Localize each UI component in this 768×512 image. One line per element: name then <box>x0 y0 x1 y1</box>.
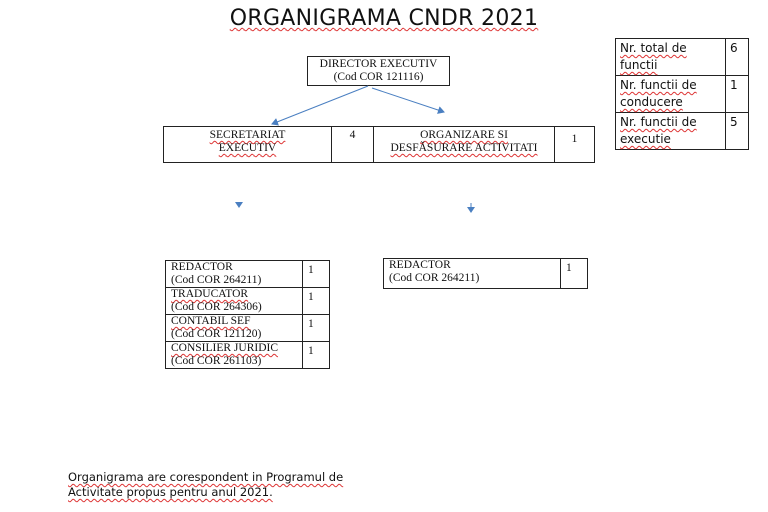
director-code: (Cod COR 121116) <box>333 71 424 83</box>
staff-row: REDACTOR(Cod COR 264211) 1 <box>383 258 588 289</box>
staff-role: CONTABIL SEF(Cod COR 121120) <box>165 314 303 342</box>
arrow-down-organizare-icon <box>467 207 475 213</box>
arrow-down-secretariat-icon <box>235 202 243 208</box>
departments-row: SECRETARIAT EXECUTIV 4 ORGANIZARE SI DES… <box>163 126 595 163</box>
department-secretariat-count: 4 <box>332 127 374 162</box>
staff-row: TRADUCATOR(Cod COR 264306) 1 <box>165 287 330 315</box>
summary-label: Nr. functii de executie <box>615 112 726 150</box>
arrow-to-organizare <box>371 87 445 114</box>
staff-role: CONSILIER JURIDIC(Cod COR 261103) <box>165 341 303 369</box>
director-box: DIRECTOR EXECUTIV (Cod COR 121116) <box>307 56 450 86</box>
summary-row: Nr. total de functii 6 <box>615 38 749 76</box>
summary-value: 6 <box>725 38 749 76</box>
staff-count: 1 <box>302 287 330 315</box>
staff-count: 1 <box>560 258 588 289</box>
summary-value: 5 <box>725 112 749 150</box>
department-organizare: ORGANIZARE SI DESFĂSURARE ACTIVITATI <box>374 127 555 162</box>
staff-count: 1 <box>302 314 330 342</box>
summary-row: Nr. functii de executie 5 <box>615 112 749 150</box>
organizare-staff-table: REDACTOR(Cod COR 264211) 1 <box>383 258 588 289</box>
staff-row: CONTABIL SEF(Cod COR 121120) 1 <box>165 314 330 342</box>
staff-row: REDACTOR(Cod COR 264211) 1 <box>165 260 330 288</box>
secretariat-staff-table: REDACTOR(Cod COR 264211) 1 TRADUCATOR(Co… <box>165 260 330 369</box>
footnote: Organigrama are corespondent in Programu… <box>68 470 344 499</box>
staff-role: TRADUCATOR(Cod COR 264306) <box>165 287 303 315</box>
summary-row: Nr. functii de conducere 1 <box>615 75 749 113</box>
staff-role: REDACTOR(Cod COR 264211) <box>383 258 561 289</box>
staff-count: 1 <box>302 341 330 369</box>
department-organizare-count: 1 <box>571 133 578 145</box>
director-title: DIRECTOR EXECUTIV <box>319 58 438 70</box>
staff-row: CONSILIER JURIDIC(Cod COR 261103) 1 <box>165 341 330 369</box>
summary-label: Nr. total de functii <box>615 38 726 76</box>
page-title: ORGANIGRAMA CNDR 2021 <box>229 6 539 31</box>
summary-table: Nr. total de functii 6 Nr. functii de co… <box>615 38 749 150</box>
staff-count: 1 <box>302 260 330 288</box>
summary-value: 1 <box>725 75 749 113</box>
department-secretariat: SECRETARIAT EXECUTIV <box>164 127 332 162</box>
staff-role: REDACTOR(Cod COR 264211) <box>165 260 303 288</box>
arrow-to-secretariat <box>271 85 369 126</box>
summary-label: Nr. functii de conducere <box>615 75 726 113</box>
